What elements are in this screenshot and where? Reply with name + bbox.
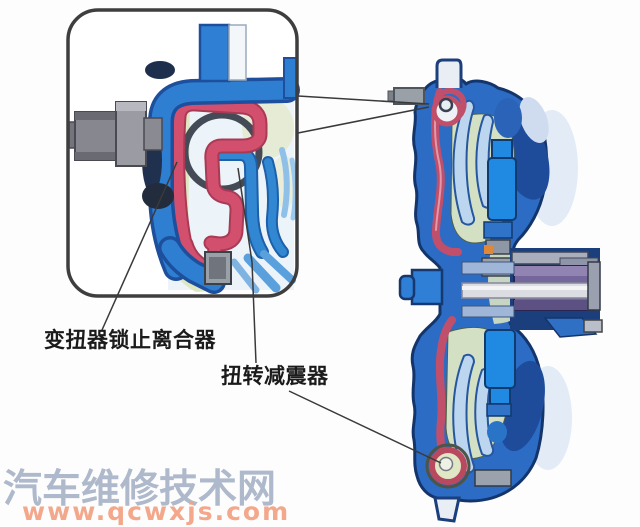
inset-dark-blob-low bbox=[142, 183, 174, 209]
left-knob bbox=[398, 268, 444, 306]
inset-top-tab bbox=[198, 23, 247, 83]
inset-lightblue-strip bbox=[279, 147, 290, 218]
inset-input-shaft bbox=[68, 101, 163, 167]
orange-seal bbox=[484, 245, 493, 254]
left-stud bbox=[387, 87, 425, 105]
damper-spring-top bbox=[431, 95, 463, 127]
inset-lightblue-strip2 bbox=[289, 157, 298, 221]
callout-line-bottom bbox=[297, 106, 430, 134]
label-lockup-clutch: 变扭器锁止离合器 bbox=[44, 328, 216, 352]
callout-line-top bbox=[297, 95, 430, 105]
inset-box-border bbox=[66, 8, 299, 298]
label-torsional-damper: 扭转减震器 bbox=[221, 364, 329, 388]
watermark-site-url: www.qcwxjs.com bbox=[22, 497, 291, 526]
output-shaft bbox=[461, 248, 603, 338]
inset-dark-blob-top bbox=[145, 61, 175, 79]
main-cross-section bbox=[387, 58, 603, 523]
leader-line-damper-to-inset bbox=[237, 167, 257, 364]
leader-line-lockup-clutch bbox=[101, 161, 178, 331]
callout-lines bbox=[101, 95, 442, 464]
damper-spring-bottom bbox=[425, 443, 471, 489]
leader-line-damper-to-main bbox=[288, 390, 442, 464]
internals-bottom bbox=[474, 329, 516, 487]
inset-hub-block bbox=[204, 251, 232, 285]
top-mounting-tab bbox=[435, 58, 463, 88]
pale-accent-top bbox=[519, 97, 549, 143]
inset-turbine-shell-blue-tubes bbox=[207, 147, 296, 294]
bottom-mounting-tab bbox=[433, 496, 461, 523]
watermark-site-name: 汽车维修技术网 bbox=[3, 467, 277, 512]
inset-detail-view bbox=[66, 8, 300, 298]
